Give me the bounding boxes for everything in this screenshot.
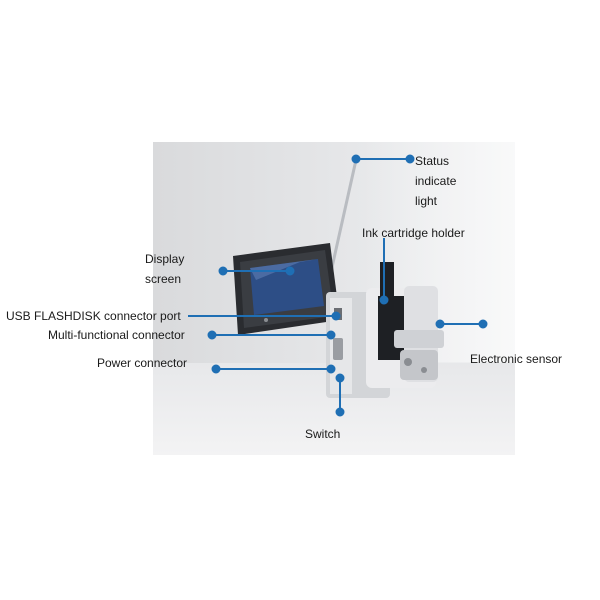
callout-display <box>220 268 294 275</box>
callout-usb <box>188 313 340 320</box>
callout-switch <box>337 375 344 416</box>
callout-multi <box>209 332 335 339</box>
callout-status <box>353 156 414 163</box>
callout-ink-holder <box>381 238 388 304</box>
callout-power <box>213 366 335 373</box>
callout-electronic-sensor <box>437 321 487 328</box>
